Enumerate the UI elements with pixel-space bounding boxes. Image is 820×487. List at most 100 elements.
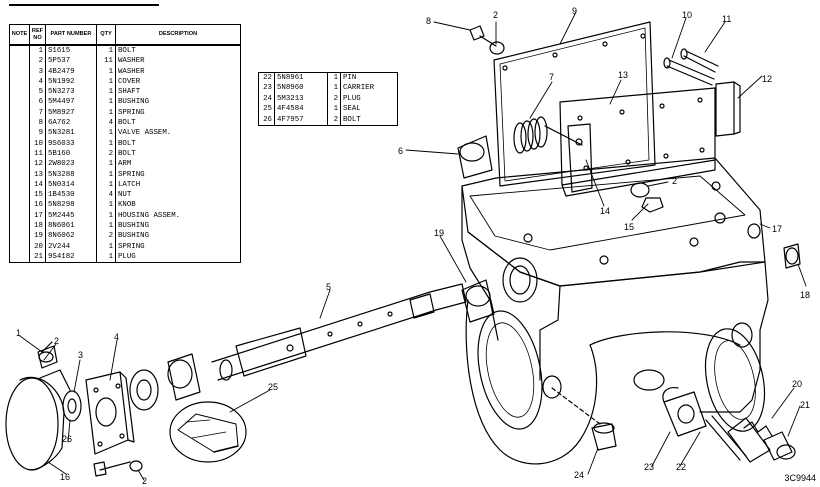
parts-cell-ref: 4 [29, 76, 46, 88]
seal-ring-bore [136, 379, 152, 401]
parts-cell-part: 6A762 [48, 119, 71, 128]
parts-cell-part: 5M3213 [277, 94, 304, 103]
parts-cell-note [9, 138, 30, 149]
washer-3-hole [67, 398, 77, 414]
parts-cell-note [9, 45, 30, 57]
parts-cell-desc: PLUG [115, 251, 241, 264]
parts-cell-part: 4F4584 [277, 105, 304, 114]
parts-cell-qty: 2 [327, 114, 341, 126]
callout-15: 15 [624, 222, 634, 232]
arm-side [733, 81, 741, 135]
parts-cell-ref: 17 [29, 210, 46, 222]
spring-20 [743, 421, 773, 437]
parts-cell-desc: CARRIER [343, 84, 375, 93]
parts-cell-note [9, 251, 30, 264]
parts-cell-part: S1615 [48, 47, 71, 55]
callout-16: 16 [60, 472, 70, 482]
parts-cell-ref: 14 [29, 179, 46, 191]
parts-cell-ref: 6 [29, 97, 46, 108]
callout-24: 24 [574, 470, 584, 480]
callout-5: 5 [326, 282, 331, 292]
parts-cell-qty: 1 [96, 128, 116, 139]
callout-7: 7 [549, 72, 554, 82]
plug-24 [591, 423, 617, 451]
bushing-6 [457, 135, 493, 179]
parts-cell-qty: 1 [96, 241, 116, 252]
callout-2-mid: 2 [672, 176, 677, 186]
parts-cell-ref: 26 [258, 114, 275, 126]
callout-3: 3 [78, 350, 83, 360]
latch-hole [575, 138, 583, 146]
bolt-8 [469, 25, 485, 41]
parts-cell-desc: WASHER [115, 56, 241, 67]
parts-cell-ref: 19 [29, 231, 46, 242]
parts-cell-ref: 23 [258, 83, 275, 94]
parts-cell-part: 5N8960 [277, 84, 304, 93]
parts-cell-note [9, 128, 30, 139]
col-desc-header: DESCRIPTION [115, 24, 241, 46]
callout-labels: 8 2 9 10 11 12 13 7 6 2 14 15 17 18 19 5… [16, 6, 810, 486]
parts-cell-part: 5M2445 [48, 211, 75, 220]
arm [715, 81, 735, 137]
parts-cell-desc: COVER [115, 76, 241, 88]
bolt-11-head [680, 48, 688, 60]
housing-assembly [461, 157, 769, 465]
parts-cell-qty: 1 [96, 87, 116, 98]
callout-2-top: 2 [493, 10, 498, 20]
parts-cell-qty: 1 [96, 107, 116, 119]
nut [641, 197, 664, 213]
parts-cell-note [9, 76, 30, 88]
parts-cell-desc: LATCH [115, 179, 241, 191]
parts-cell-ref: 7 [29, 107, 46, 119]
shaft [211, 283, 467, 381]
parts-cell-ref: 13 [29, 169, 46, 180]
callout-17: 17 [772, 224, 782, 234]
parts-cell-ref: 8 [29, 118, 46, 129]
parts-cell-desc: PIN [343, 74, 357, 82]
bushing-left [167, 353, 201, 401]
parts-cell-note [9, 159, 30, 170]
parts-cell-desc: KNOB [115, 200, 241, 211]
parts-cell-part: 8N6062 [48, 232, 75, 241]
callout-12: 12 [762, 74, 772, 84]
parts-cell-desc: SPRING [115, 169, 241, 180]
callout-19: 19 [434, 228, 444, 238]
parts-cell-qty: 1 [96, 169, 116, 180]
parts-cell-qty: 1 [96, 45, 116, 57]
parts-cell-part: 9S4182 [45, 251, 97, 264]
carrier-neck [662, 387, 679, 403]
parts-cell-qty: 11 [96, 56, 116, 67]
parts-cell-part: 8N6061 [48, 222, 75, 231]
callout-26: 26 [62, 434, 72, 444]
parts-list-table: NOTE REF NO PART NUMBER QTY DESCRIPTION … [9, 24, 241, 264]
parts-cell-ref: 3 [29, 66, 46, 77]
callout-10: 10 [682, 10, 692, 20]
parts-cell-desc: PLUG [343, 94, 361, 103]
bolt-11 [683, 50, 719, 73]
parts-cell-desc: SEAL [343, 105, 361, 114]
bushing-18 [785, 247, 799, 265]
bushing-6-bore [459, 142, 485, 162]
bolt-10 [666, 59, 715, 86]
callout-18: 18 [800, 290, 810, 300]
parts-cell-part: 5B160 [48, 149, 71, 158]
bushing-left-face [167, 359, 193, 389]
parts-cell-ref: 18 [29, 221, 46, 232]
bolt-8-shank [479, 35, 497, 47]
parts-cell-desc: BOLT [115, 45, 241, 57]
latch [567, 123, 593, 193]
callout-2-left: 2 [54, 336, 59, 346]
callout-2-bottom: 2 [142, 476, 147, 486]
parts-cell-qty: 1 [327, 104, 341, 115]
bushing-18-body [783, 243, 801, 269]
